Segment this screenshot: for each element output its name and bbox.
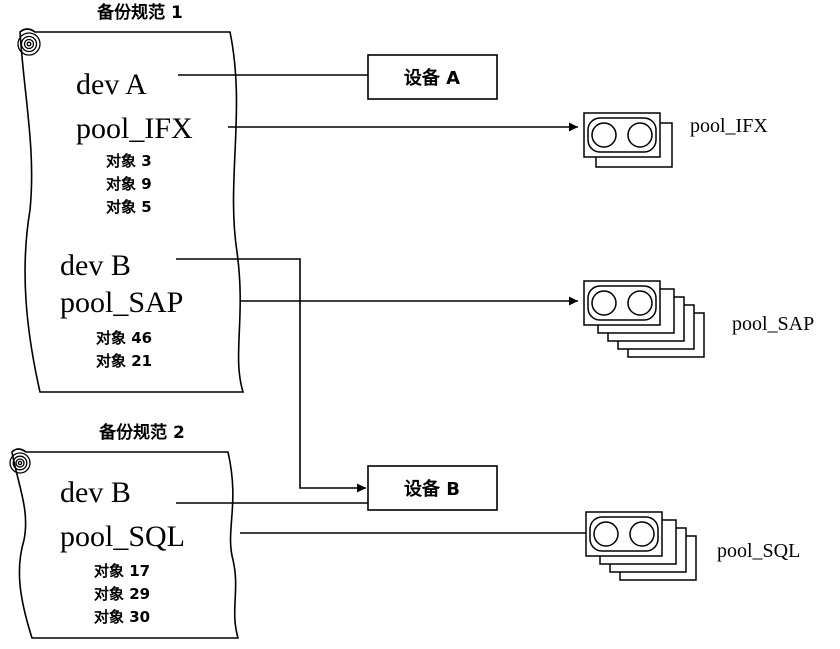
- spec-1-dev-a: dev A: [76, 68, 147, 101]
- spec-1-pool-ifx: pool_IFX: [76, 112, 193, 145]
- spec-2-pool-sql: pool_SQL: [60, 520, 185, 553]
- spec-1-object: 对象 3: [106, 152, 152, 170]
- tape-pool-sap: pool_SAP: [583, 280, 814, 358]
- spec-1-object: 对象 9: [106, 175, 152, 193]
- device-b-label: 设备 B: [404, 478, 460, 500]
- spec-2-title: 备份规范 2: [98, 422, 185, 443]
- scroll-curl-icon: [17, 32, 41, 56]
- spec-1-pool-sap: pool_SAP: [60, 286, 183, 319]
- spec-1-object: 对象 46: [96, 329, 152, 347]
- pool-sql-label: pool_SQL: [717, 540, 800, 562]
- tape-pool-sql: pool_SQL: [585, 511, 800, 581]
- device-a: 设备 A: [367, 54, 498, 100]
- device-a-label: 设备 A: [404, 67, 460, 89]
- spec-2-dev-b: dev B: [60, 476, 131, 509]
- spec-1-object: 对象 21: [96, 352, 152, 370]
- backup-spec-2: 备份规范 2 dev B pool_SQL 对象 17 对象 29 对象 30: [9, 422, 240, 639]
- pool-sap-label: pool_SAP: [732, 313, 814, 335]
- scroll-outline-1: [19, 28, 245, 393]
- spec-2-object: 对象 29: [94, 585, 150, 603]
- spec-1-object: 对象 5: [106, 198, 152, 216]
- spec-2-object: 对象 17: [94, 562, 150, 580]
- pool-ifx-label: pool_IFX: [690, 115, 768, 137]
- spec-1-title: 备份规范 1: [96, 2, 183, 23]
- scroll-curl-icon: [9, 452, 31, 474]
- spec-2-object: 对象 30: [94, 608, 150, 626]
- scroll-outline-2: [11, 448, 240, 639]
- backup-spec-1: 备份规范 1 dev A pool_IFX 对象 3 对象 9 对象 5 dev…: [17, 2, 245, 393]
- arrow-dev-b-to-device-b: [176, 258, 366, 493]
- tape-pool-ifx: pool_IFX: [583, 112, 768, 168]
- connectors: [176, 74, 586, 534]
- spec-1-dev-b: dev B: [60, 249, 131, 282]
- device-b: 设备 B: [367, 465, 498, 511]
